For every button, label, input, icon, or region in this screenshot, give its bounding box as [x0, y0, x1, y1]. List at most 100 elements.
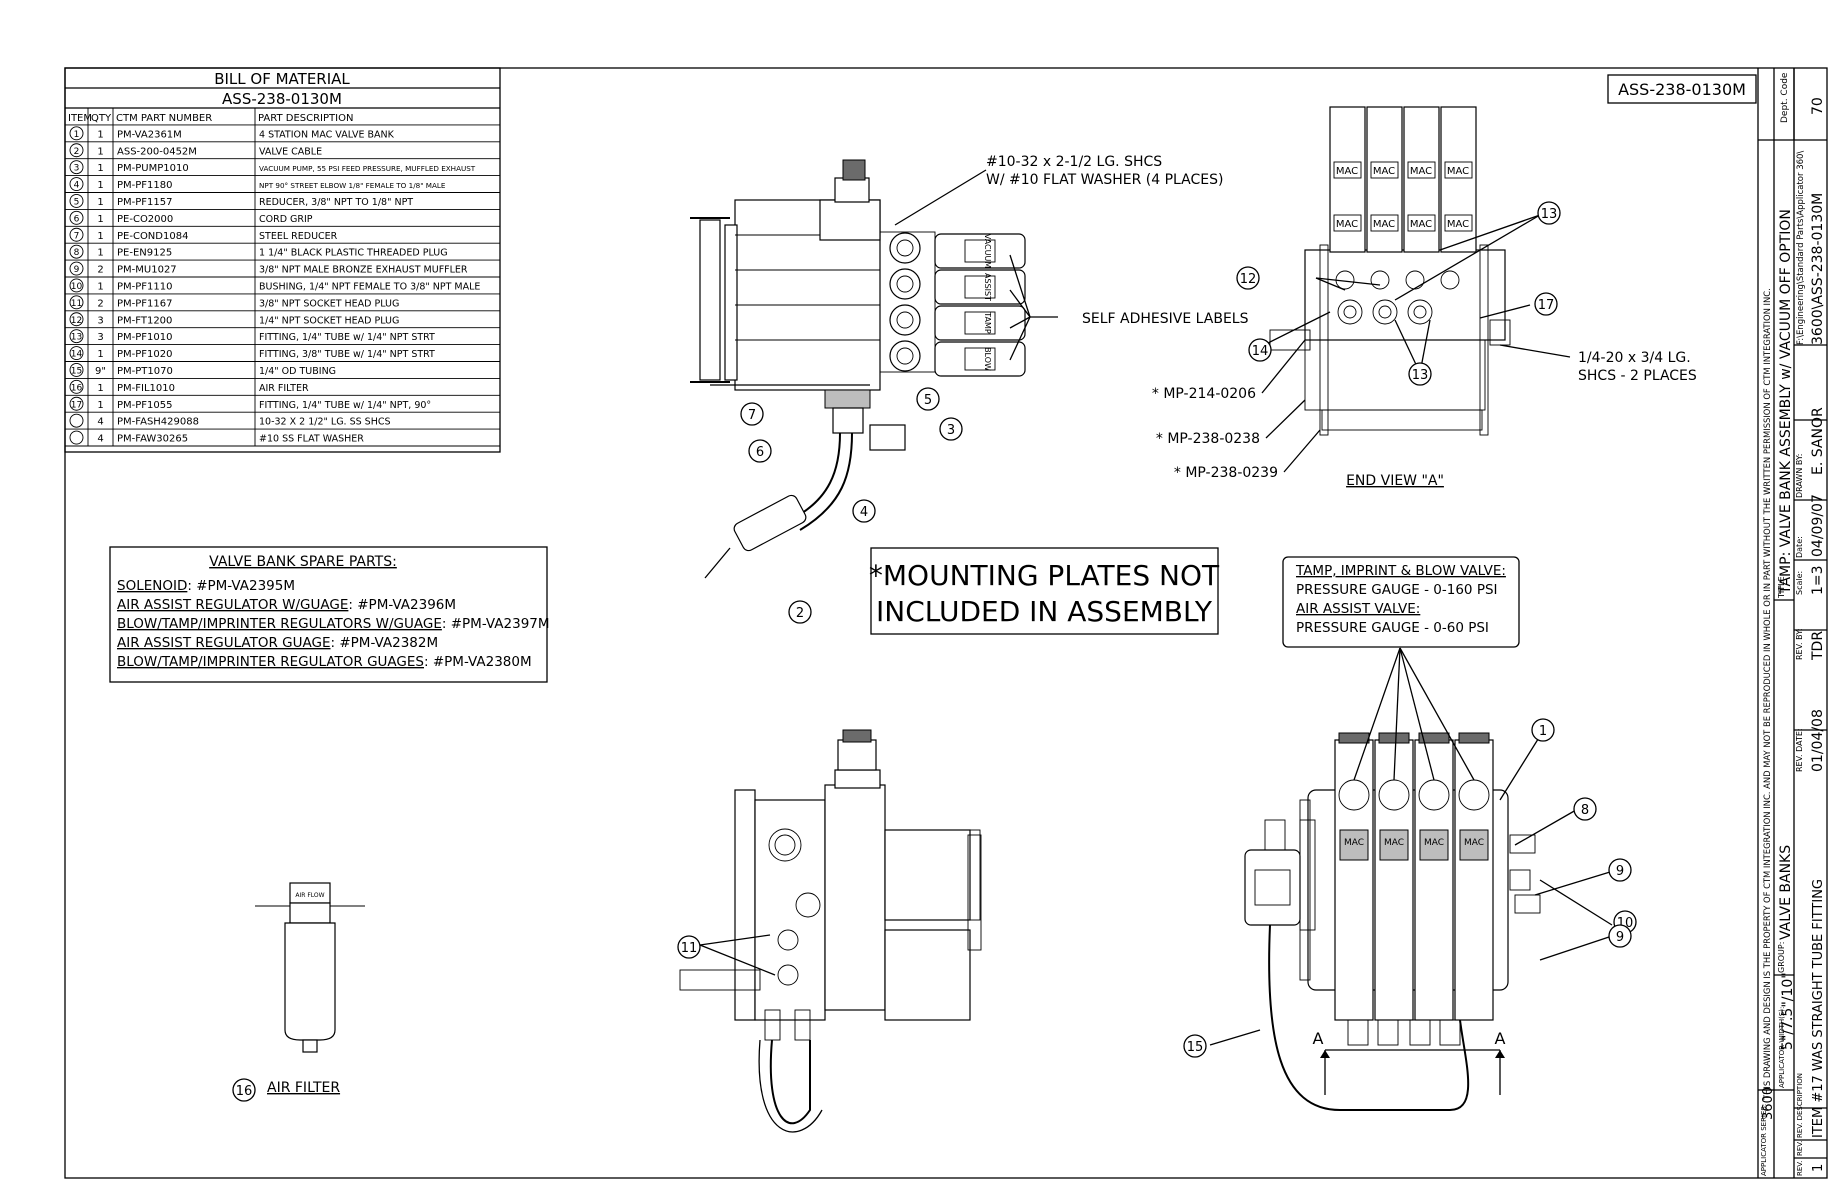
bom-item-number: 16 — [71, 383, 83, 393]
spare-part-line: BLOW/TAMP/IMPRINTER REGULATORS W/GUAGE: … — [117, 616, 550, 632]
shcs-note-line1: #10-32 x 2-1/2 LG. SHCS — [986, 154, 1162, 170]
spare-part-number: #PM-VA2396M — [357, 597, 456, 613]
side-view-top: VACUUM ASSIST TAMP BLOW — [690, 159, 1026, 579]
spare-part-line: AIR ASSIST REGULATOR GUAGE: #PM-VA2382M — [117, 635, 438, 651]
bom-item-bubble — [69, 396, 84, 411]
rev-desc: ITEM #17 WAS STRAIGHT TUBE FITTING — [1811, 879, 1826, 1138]
bolt-note-line2: SHCS - 2 PLACES — [1578, 368, 1697, 384]
callout-number: 5 — [924, 393, 932, 408]
callout-bubble — [916, 387, 940, 411]
bom-qty: 2 — [97, 298, 103, 309]
bolt-note-line1: 1/4-20 x 3/4 LG. — [1578, 350, 1691, 366]
pressure-note-line2: PRESSURE GAUGE - 0-160 PSI — [1296, 582, 1498, 598]
spare-part-label: AIR ASSIST REGULATOR GUAGE — [117, 635, 331, 651]
callout-bubble — [1608, 858, 1632, 882]
mac-logo-6: MAC — [1373, 219, 1395, 230]
bom-item-bubble — [69, 346, 84, 360]
bom-item-bubble — [69, 295, 84, 310]
bom-qty: 1 — [97, 349, 103, 360]
bom-item-number: 4 — [74, 181, 80, 191]
callout-bubble — [1573, 797, 1597, 821]
bom-part-number: PM-PF1110 — [117, 282, 173, 293]
bom-header-cell: CTM PART NUMBER — [116, 113, 212, 124]
spare-part-number: #PM-VA2382M — [339, 635, 438, 651]
bom-item-number: 15 — [71, 366, 82, 376]
spare-part-label: BLOW/TAMP/IMPRINTER REGULATOR GUAGES — [117, 654, 424, 670]
bom-description: FITTING, 1/4" TUBE w/ 1/4" NPT, 90° — [259, 400, 431, 411]
valve-label-vacuum: VACUUM — [983, 234, 992, 269]
mac-logo-1: MAC — [1336, 166, 1358, 177]
callout-bubble — [1537, 201, 1561, 225]
callout-number: 3 — [947, 423, 955, 438]
bom-part-number: PM-VA2361M — [117, 129, 182, 140]
series-label: APPLICATOR SERIES: — [1760, 1104, 1768, 1176]
bom-part-number: PM-FASH429088 — [117, 417, 199, 428]
bom-part-number: PM-PF1180 — [117, 180, 173, 191]
title-label: TITLE: — [1777, 574, 1786, 599]
bom-description: CORD GRIP — [259, 214, 313, 225]
callout-number: 9 — [1616, 864, 1624, 879]
drawn-by-label: DRAWN BY: — [1795, 454, 1804, 498]
rev-number: 1 — [1811, 1164, 1826, 1172]
bom-description: VALVE CABLE — [259, 146, 322, 157]
callout-bubble — [939, 417, 963, 441]
callout-number: 8 — [1581, 803, 1589, 818]
bom-part-number: PE-CO2000 — [117, 214, 173, 225]
bom-header-cell: QTY — [91, 113, 112, 124]
bom-part-number: PE-COND1084 — [117, 231, 188, 242]
mounting-note-line1: *MOUNTING PLATES NOT — [869, 559, 1220, 592]
mac-logo-4: MAC — [1447, 166, 1469, 177]
bom-item-number: 10 — [71, 282, 83, 292]
spare-part-line: AIR ASSIST REGULATOR W/GUAGE: #PM-VA2396… — [117, 597, 456, 613]
bom-item-bubble — [69, 379, 84, 394]
bom-description: NPT 90° STREET ELBOW 1/8" FEMALE TO 1/8"… — [259, 181, 446, 190]
air-flow-label: AIR FLOW — [295, 892, 324, 899]
bom-item-bubble — [69, 329, 84, 344]
rev-label: REV. — [1796, 1161, 1804, 1176]
bom-part-number: PM-FT1200 — [117, 315, 172, 326]
callout-bubble — [852, 499, 876, 523]
callout-bubble — [1408, 362, 1432, 386]
bom-qty: 1 — [97, 163, 103, 174]
bom-part-number: PE-EN9125 — [117, 248, 172, 259]
drawing-title: TAMP: VALVE BANK ASSEMBLY w/ VACUUM OFF … — [1778, 209, 1794, 595]
bom-part-number: PM-PF1055 — [117, 400, 173, 411]
bom-item-number: 1 — [74, 130, 80, 140]
bom-item-bubble — [69, 278, 84, 293]
spares-title: VALVE BANK SPARE PARTS: — [209, 554, 397, 570]
bom-item-bubble — [69, 210, 84, 225]
spare-part-number: #PM-VA2395M — [196, 578, 295, 594]
width-label: APPLICATOR WIDTH(S): — [1778, 1007, 1786, 1088]
spare-part-label: SOLENOID — [117, 578, 187, 594]
bom-part-number: PM-PF1020 — [117, 349, 173, 360]
callout-bubble — [1248, 338, 1272, 362]
leaders-side-top — [894, 169, 1058, 361]
valve-label-tamp: TAMP — [983, 311, 992, 334]
bom-part-number: PM-MU1027 — [117, 265, 177, 276]
bom-title: BILL OF MATERIAL — [214, 70, 350, 88]
bom-part-number: PM-PF1167 — [117, 298, 173, 309]
dept-code: 70 — [1810, 97, 1826, 115]
mac-logo-front-2: MAC — [1384, 838, 1404, 848]
rev-date: 01/04/08 — [1810, 709, 1826, 772]
callout-number: 6 — [756, 445, 764, 460]
drawing-no: 3600\ASS-238-0130M — [1810, 193, 1826, 345]
bom-description: 10-32 X 2 1/2" LG. SS SHCS — [259, 417, 391, 428]
rev-desc-rev-label: REV. — [1796, 1141, 1804, 1156]
side-view-bottom — [679, 729, 982, 1133]
leader-11a — [699, 934, 771, 946]
callout-number: 16 — [236, 1084, 253, 1099]
mac-logo-front-3: MAC — [1424, 838, 1444, 848]
bom-description: #10 SS FLAT WASHER — [259, 434, 364, 445]
bom-qty: 1 — [97, 129, 103, 140]
callout-number: 7 — [748, 408, 756, 423]
